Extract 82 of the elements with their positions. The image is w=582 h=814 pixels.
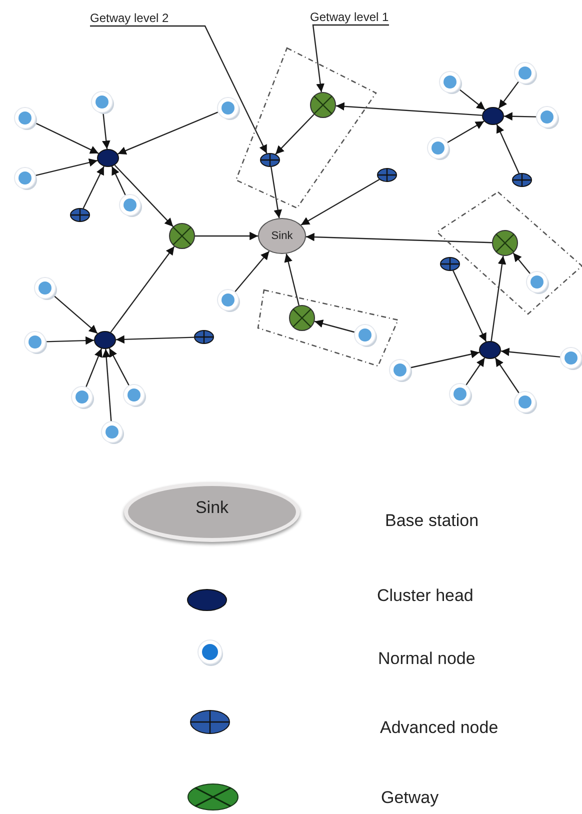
arrow <box>494 358 520 394</box>
arrow <box>496 124 520 174</box>
advanced-node <box>440 257 460 271</box>
advanced-node <box>377 168 397 182</box>
advanced-node <box>70 208 90 222</box>
arrow <box>500 348 560 358</box>
advanced-node <box>260 153 280 167</box>
normal-node <box>14 107 36 129</box>
arrow <box>36 158 98 176</box>
normal-node <box>217 289 239 311</box>
gateway-node <box>310 92 336 118</box>
arrow <box>275 114 314 155</box>
arrow <box>86 348 102 388</box>
arrow <box>114 164 174 227</box>
arrow <box>306 232 492 244</box>
arrow <box>512 252 530 274</box>
normal-node <box>24 331 46 353</box>
arrow <box>46 336 94 345</box>
legend-text: Getway <box>381 788 439 808</box>
arrow <box>102 112 110 150</box>
symbol-label: Sink <box>195 498 229 518</box>
normal-node <box>34 277 56 299</box>
gateway-node <box>169 223 195 249</box>
legend-text: Base station <box>385 511 479 531</box>
arrow <box>498 81 519 109</box>
cluster-head-node <box>482 107 504 125</box>
arrow <box>504 112 536 121</box>
normal-node <box>536 106 558 128</box>
arrow <box>284 254 300 306</box>
arrow <box>314 320 355 333</box>
arrow <box>108 348 130 386</box>
gateway-node <box>492 230 518 256</box>
arrow <box>118 112 218 155</box>
normal-node <box>217 97 239 119</box>
cluster-head-node <box>479 341 501 359</box>
node-label: Sink <box>271 230 293 242</box>
advanced-node <box>194 330 214 344</box>
arrow <box>336 102 482 116</box>
normal-node <box>560 347 582 369</box>
arrow <box>34 122 99 154</box>
arrow <box>52 294 98 334</box>
gateway-node <box>289 305 315 331</box>
arrow <box>270 166 282 218</box>
normal-node <box>91 91 113 113</box>
normal-node <box>101 421 123 443</box>
normal-node <box>427 137 449 159</box>
normal-node <box>71 386 93 408</box>
normal-node <box>119 194 141 216</box>
cluster-head-node <box>94 331 116 349</box>
legend-text: Advanced node <box>380 718 498 738</box>
arrow <box>110 246 175 333</box>
cluster-head-node <box>97 149 119 167</box>
arrow <box>452 270 487 342</box>
callout-label: Getway level 2 <box>90 10 169 26</box>
arrow <box>195 232 258 240</box>
advanced-node <box>512 173 532 187</box>
arrow <box>466 358 486 386</box>
arrow <box>410 350 480 368</box>
callout-label: Getway level 1 <box>310 9 389 25</box>
normal-node <box>14 167 36 189</box>
legend-text: Normal node <box>378 649 476 669</box>
arrow <box>116 335 194 344</box>
arrow <box>234 250 270 292</box>
arrow <box>102 348 112 422</box>
normal-node <box>526 271 548 293</box>
normal-node <box>449 383 471 405</box>
arrow <box>458 88 486 110</box>
normal-node <box>354 324 376 346</box>
arrow <box>111 166 126 196</box>
normal-node <box>123 384 145 406</box>
leader-line <box>90 25 268 154</box>
arrow <box>82 166 104 209</box>
normal-node <box>389 359 411 381</box>
arrow <box>447 120 484 143</box>
normal-node <box>514 391 536 413</box>
normal-node <box>439 71 461 93</box>
legend-text: Cluster head <box>377 586 474 606</box>
normal-node <box>514 62 536 84</box>
arrow <box>300 178 380 226</box>
arrow <box>490 256 506 342</box>
sink-node <box>258 218 306 254</box>
leader-line <box>312 24 389 92</box>
